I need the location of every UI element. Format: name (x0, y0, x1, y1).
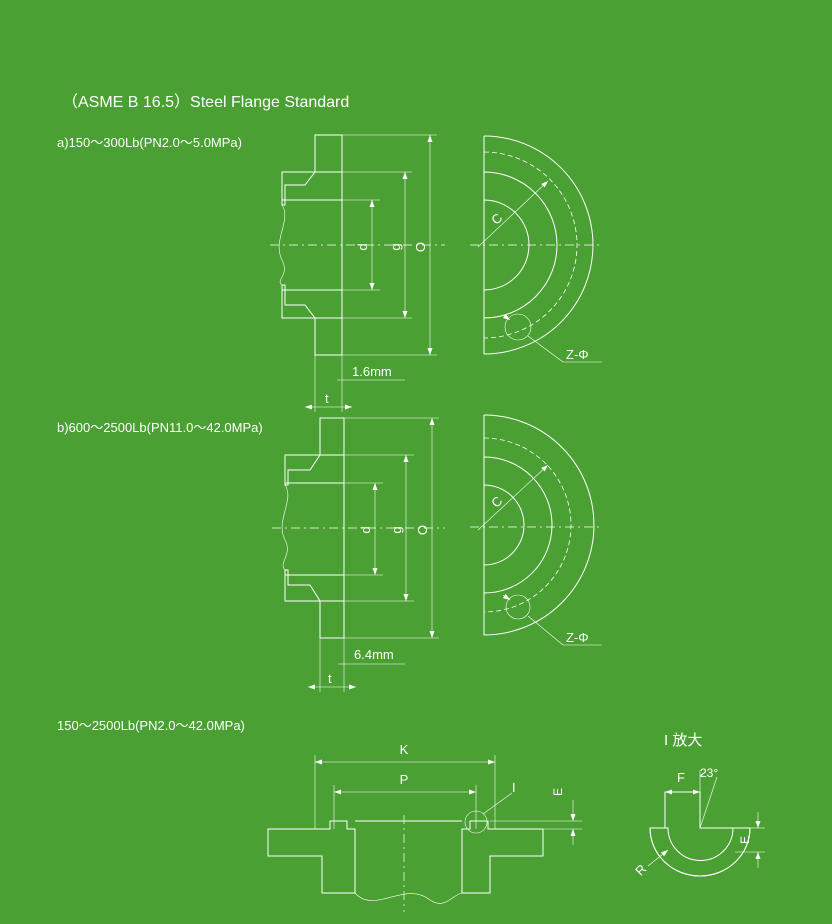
dim-k: K (400, 742, 409, 757)
detail-marker-i: I (512, 780, 516, 795)
dim-z-a: Z-Φ (566, 347, 589, 362)
dim-e: E (551, 788, 565, 796)
section-b-heading: b)600～2500Lb(PN11.0～42.0MPa) (57, 420, 263, 435)
dim-t-b: t (328, 671, 332, 686)
dim-o-a: O (413, 242, 428, 252)
dim-angle: 23° (700, 766, 718, 780)
dim-t-a: t (325, 391, 329, 406)
dim-c-b: C (488, 493, 505, 510)
dim-c-a: C (488, 210, 505, 227)
section-a-half-view: C Z-Φ (470, 135, 602, 363)
section-b-half-view: C Z-Φ (470, 414, 602, 646)
dim-face-a: 1.6mm (352, 364, 392, 379)
section-c-ring-joint: K P I E (267, 742, 582, 912)
dim-r: R (632, 861, 649, 878)
dim-g-a: g (388, 243, 403, 250)
dim-face-b: 6.4mm (354, 647, 394, 662)
section-a-heading: a)150～300Lb(PN2.0～5.0MPa) (57, 135, 242, 150)
detail-i-enlarged: I 放大 F 23° E R (632, 732, 765, 878)
dim-d-b: d (358, 526, 373, 533)
section-b-flange-section: d g O 6.4mm t (272, 417, 445, 692)
dim-d-a: d (355, 243, 370, 250)
dim-e-detail: E (738, 836, 752, 844)
detail-label: I 放大 (664, 732, 702, 749)
dim-p: P (400, 772, 409, 787)
page-title: （ASME B 16.5）Steel Flange Standard (62, 93, 349, 111)
dim-z-b: Z-Φ (566, 630, 589, 645)
dim-f: F (677, 770, 685, 785)
dim-g-b: g (389, 526, 404, 533)
dim-o-b: O (415, 525, 430, 535)
section-c-heading: 150～2500Lb(PN2.0～42.0MPa) (57, 718, 245, 733)
section-a-flange-section: d g O 1.6mm t (270, 134, 445, 412)
